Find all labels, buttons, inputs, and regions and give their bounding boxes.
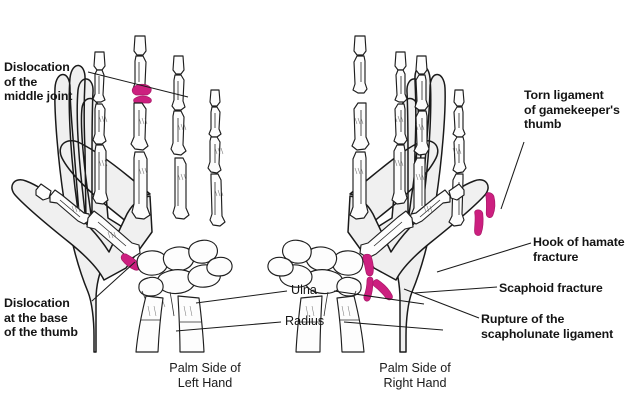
left-carpal-bones [136,239,233,297]
leader-lines [87,71,532,332]
right-thumb-bones [359,183,496,259]
leader-ulna-left [195,290,288,304]
right-forearm-bones [295,295,365,353]
left-hand-illustration [11,35,233,353]
leader-dislocation-middle-joint [87,71,189,98]
leader-hook-of-hamate [436,242,532,273]
right-hand-illustration [267,35,496,353]
left-ring-finger-bones [170,55,190,220]
leader-scaphoid-fracture [413,286,498,294]
right-ring-finger-bones [410,55,430,220]
leader-gamekeepers-thumb [500,141,525,210]
label-hook-of-hamate-fracture: Hook of hamate fracture [533,235,625,264]
leader-radius-right [343,321,444,331]
label-radius: Radius [285,314,325,328]
leader-ulna-right [333,290,425,305]
label-dislocation-base-thumb: Dislocation at the base of the thumb [4,296,78,340]
left-thumb-bones [35,183,141,271]
caption-right-hand: Palm Side of Right Hand [379,361,451,390]
right-middle-finger-bones [349,35,370,220]
left-little-finger-bones [207,89,226,227]
label-ulna: Ulna [291,283,317,297]
right-carpal-bones [267,239,393,302]
label-rupture-scapholunate-ligament: Rupture of the scapholunate ligament [481,312,614,341]
left-forearm-bones [135,295,205,353]
label-scaphoid-fracture: Scaphoid fracture [499,281,603,295]
right-index-finger-bones [391,51,408,205]
leader-dislocation-base-thumb [91,261,136,302]
label-dislocation-middle-joint: Dislocation of the middle joint [4,60,73,104]
caption-left-hand: Palm Side of Left Hand [169,361,241,390]
leader-scapholunate [403,288,480,319]
label-torn-ligament-gamekeepers-thumb: Torn ligament of gamekeeper's thumb [524,88,620,132]
left-middle-finger-bones [130,35,152,220]
leader-radius-left [175,321,282,332]
left-index-finger-bones [92,51,109,205]
